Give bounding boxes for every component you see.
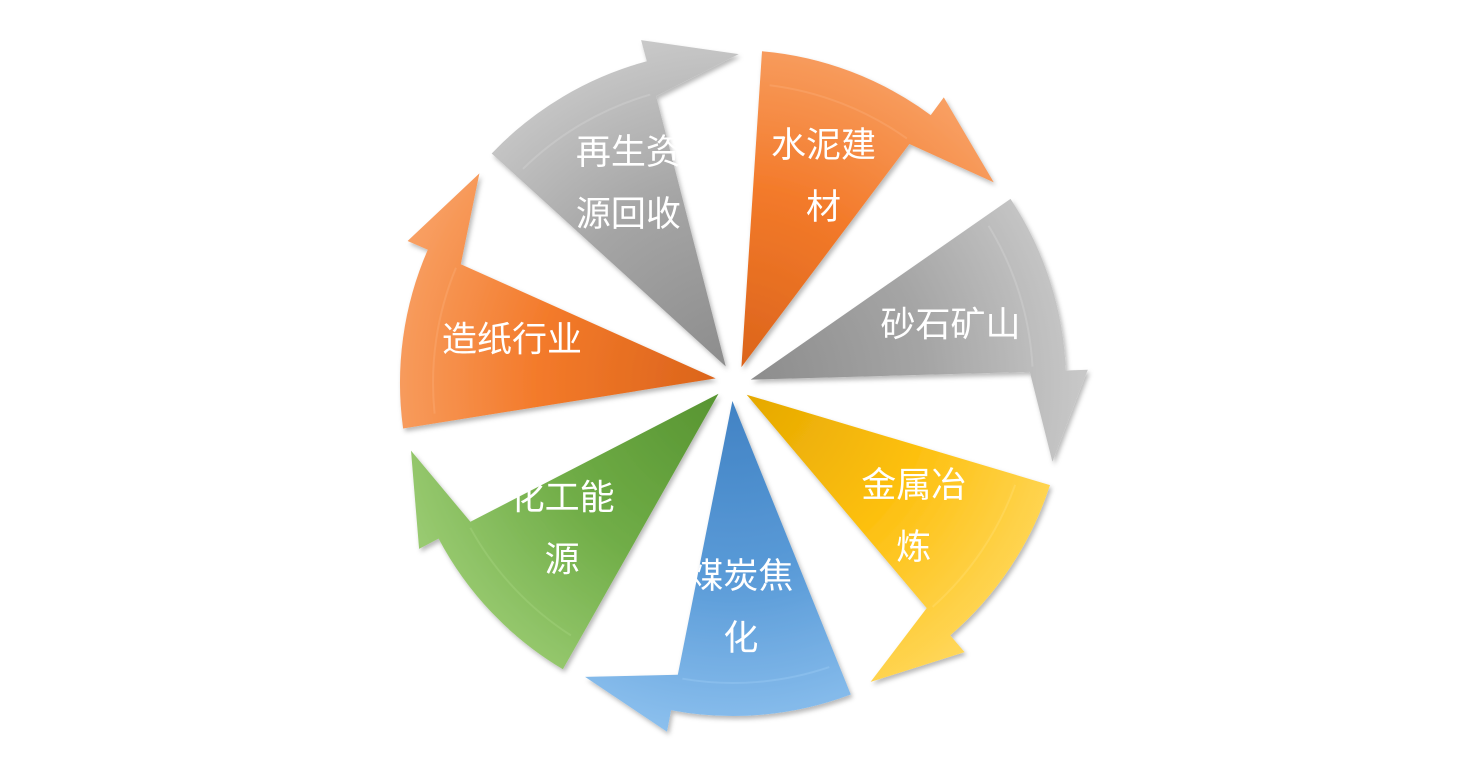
segment-label-line: 炼 (896, 528, 931, 568)
segment-label-line: 造纸行业 (442, 321, 582, 361)
segment-label-line: 水泥建 (771, 126, 876, 166)
segment-highlight (432, 267, 457, 414)
segment-label-line: 煤炭焦 (688, 557, 793, 597)
segment-label-line: 金属冶 (861, 466, 966, 506)
segment-highlight (931, 484, 1017, 608)
cycle-segment (411, 393, 719, 670)
segment-highlight (522, 93, 651, 170)
segment-highlight (469, 527, 572, 637)
segment-label-line: 材 (806, 188, 841, 228)
cycle-segment (399, 173, 716, 429)
segment-label: 水泥建材 (771, 126, 876, 228)
cycle-segment (750, 198, 1088, 462)
segment-label: 造纸行业 (442, 321, 582, 361)
segment-highlight (769, 84, 908, 140)
segment-highlight (682, 666, 830, 684)
segment-label: 砂石矿山 (880, 305, 1020, 345)
segment-label-line: 源 (545, 540, 580, 580)
cycle-segment (585, 401, 851, 732)
segment-label: 金属冶炼 (861, 466, 966, 568)
segment-label-line: 砂石矿山 (880, 305, 1020, 345)
cycle-segment (741, 51, 994, 368)
segment-label: 化工能源 (510, 478, 615, 580)
segment-label-line: 源回收 (576, 195, 681, 235)
segment-label-line: 再生资 (576, 133, 681, 173)
segment-highlight (987, 225, 1034, 367)
segment-label: 煤炭焦化 (688, 557, 793, 659)
segment-label-line: 化工能 (510, 478, 615, 518)
cycle-segments (399, 40, 1088, 732)
cycle-segment (491, 40, 739, 367)
segment-label-line: 化 (723, 619, 758, 659)
segment-label: 再生资源回收 (576, 133, 681, 235)
cycle-segment (746, 394, 1050, 682)
